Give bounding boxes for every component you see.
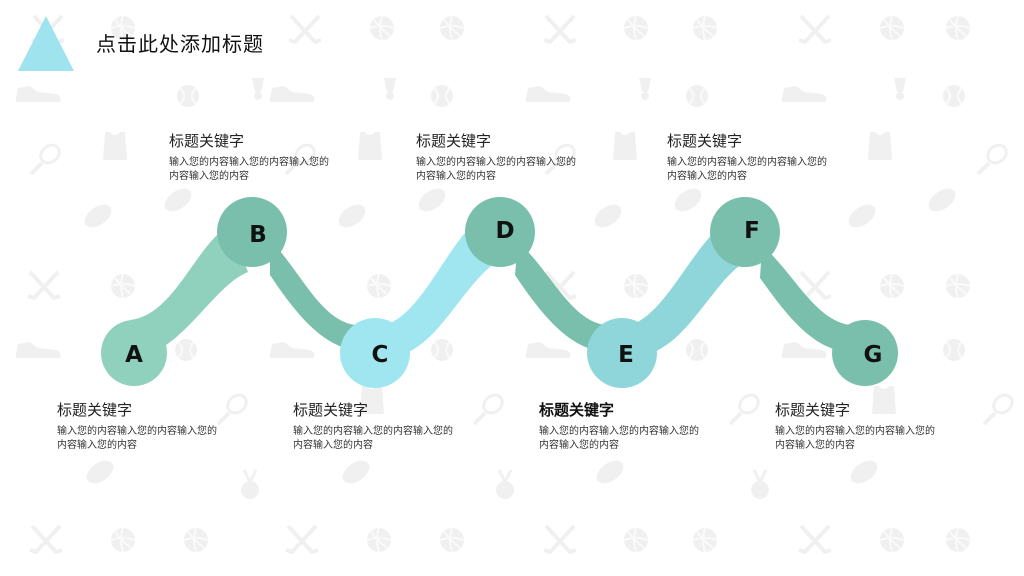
label-g-title: 标题关键字 <box>775 401 851 419</box>
connector-c-d <box>385 222 500 355</box>
label-c-body: 输入您的内容输入您的内容输入您的内容输入您的内容 <box>293 426 453 451</box>
title-triangle-decoration <box>18 16 74 71</box>
label-b-body: 输入您的内容输入您的内容输入您的内容输入您的内容 <box>169 157 329 182</box>
connector-e-f <box>630 222 745 355</box>
node-letter-g: G <box>864 342 883 368</box>
node-letter-a: A <box>125 342 143 368</box>
node-letter-c: C <box>372 342 389 368</box>
label-g: 标题关键字 输入您的内容输入您的内容输入您的内容输入您的内容 <box>775 401 965 453</box>
node-d <box>465 197 535 267</box>
label-e-body: 输入您的内容输入您的内容输入您的内容输入您的内容 <box>539 426 699 451</box>
connector-a-b <box>130 225 248 355</box>
node-b <box>217 197 287 267</box>
connector-d-e <box>515 242 615 353</box>
node-letter-f: F <box>744 218 760 244</box>
label-f-title: 标题关键字 <box>667 132 743 150</box>
label-d-body: 输入您的内容输入您的内容输入您的内容输入您的内容 <box>416 157 576 182</box>
label-g-body: 输入您的内容输入您的内容输入您的内容输入您的内容 <box>775 426 935 451</box>
label-d-title: 标题关键字 <box>416 132 492 150</box>
label-b: 标题关键字 输入您的内容输入您的内容输入您的内容输入您的内容 <box>169 132 359 184</box>
node-a <box>101 320 167 386</box>
label-a: 标题关键字 输入您的内容输入您的内容输入您的内容输入您的内容 <box>57 401 247 453</box>
label-c-title: 标题关键字 <box>293 401 369 419</box>
label-e: 标题关键字 输入您的内容输入您的内容输入您的内容输入您的内容 <box>539 401 729 453</box>
label-a-title: 标题关键字 <box>57 401 133 419</box>
node-letter-e: E <box>618 342 634 368</box>
label-c: 标题关键字 输入您的内容输入您的内容输入您的内容输入您的内容 <box>293 401 483 453</box>
node-letter-b: B <box>249 222 267 248</box>
label-a-body: 输入您的内容输入您的内容输入您的内容输入您的内容 <box>57 426 217 451</box>
label-e-title: 标题关键字 <box>539 401 615 419</box>
node-g <box>832 320 898 386</box>
node-letter-d: D <box>495 218 514 244</box>
connector-b-c <box>270 240 370 351</box>
page-title: 点击此处添加标题 <box>96 32 264 56</box>
label-f-body: 输入您的内容输入您的内容输入您的内容输入您的内容 <box>667 157 827 182</box>
node-f <box>710 197 780 267</box>
label-b-title: 标题关键字 <box>169 132 245 150</box>
node-c <box>340 318 410 388</box>
node-e <box>587 318 657 388</box>
connector-f-g <box>760 245 860 353</box>
label-d: 标题关键字 输入您的内容输入您的内容输入您的内容输入您的内容 <box>416 132 606 184</box>
label-f: 标题关键字 输入您的内容输入您的内容输入您的内容输入您的内容 <box>667 132 857 184</box>
